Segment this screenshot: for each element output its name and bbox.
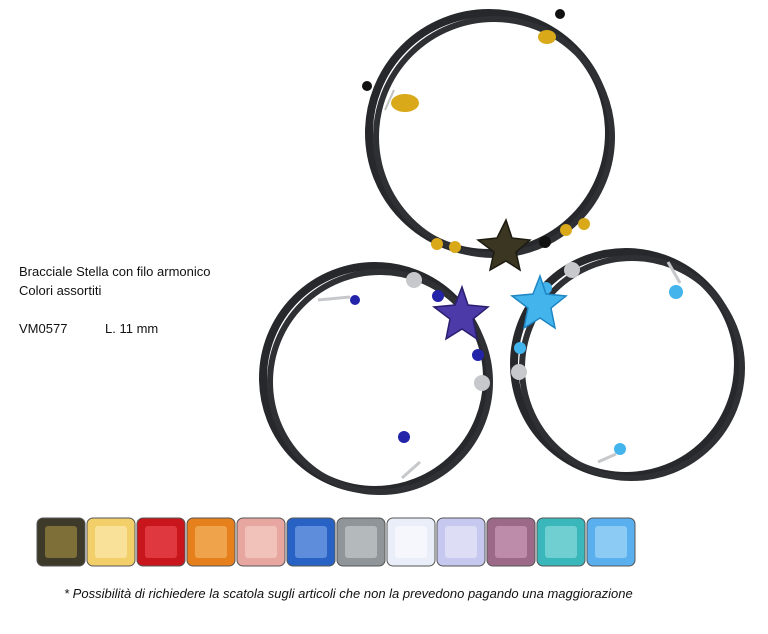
blue-bead [432, 290, 444, 302]
color-swatch [436, 517, 486, 567]
color-swatch [36, 517, 86, 567]
bracelet-cord [519, 255, 745, 481]
aqua-bead [669, 285, 683, 299]
wire-end [666, 261, 682, 284]
silver-bead [511, 364, 527, 380]
color-swatch [586, 517, 636, 567]
color-swatch [136, 517, 186, 567]
color-swatch [336, 517, 386, 567]
product-code: VM0577 [19, 321, 68, 336]
bracelet-cord [373, 16, 615, 258]
black-bead [539, 236, 551, 248]
star-charm-aqua [509, 273, 568, 330]
wire-end [401, 460, 421, 480]
bracelet-right [509, 248, 745, 481]
star-charm-black [476, 218, 532, 272]
bracelet-left [259, 262, 493, 495]
blue-bead [472, 349, 484, 361]
wire-end [597, 452, 617, 464]
wire-end [317, 295, 351, 302]
aqua-bead [514, 342, 526, 354]
box-request-footnote: * Possibilità di richiedere la scatola s… [64, 586, 633, 601]
color-swatch [286, 517, 336, 567]
blue-bead [350, 295, 360, 305]
product-code-row: VM0577 L. 11 mm [19, 319, 210, 338]
bracelet-top [362, 9, 615, 272]
color-swatch [186, 517, 236, 567]
bracelet-cord [267, 269, 493, 495]
product-photo [259, 9, 745, 495]
product-info: Bracciale Stella con filo armonico Color… [19, 262, 210, 338]
aqua-bead [614, 443, 626, 455]
gold-clasp-charm [362, 9, 565, 112]
product-name: Bracciale Stella con filo armonico [19, 264, 211, 279]
product-colors-note: Colori assortiti [19, 283, 102, 298]
silver-bead [406, 272, 422, 288]
color-swatch [486, 517, 536, 567]
silver-bead [564, 262, 580, 278]
color-swatch [536, 517, 586, 567]
star-charm-violet [431, 284, 490, 341]
product-size: L. 11 mm [105, 321, 159, 336]
color-swatch [86, 517, 136, 567]
color-swatch [386, 517, 436, 567]
blue-bead [398, 431, 410, 443]
color-swatch [236, 517, 286, 567]
silver-bead [474, 375, 490, 391]
gold-bead [431, 218, 590, 253]
color-swatch-row [36, 517, 636, 567]
